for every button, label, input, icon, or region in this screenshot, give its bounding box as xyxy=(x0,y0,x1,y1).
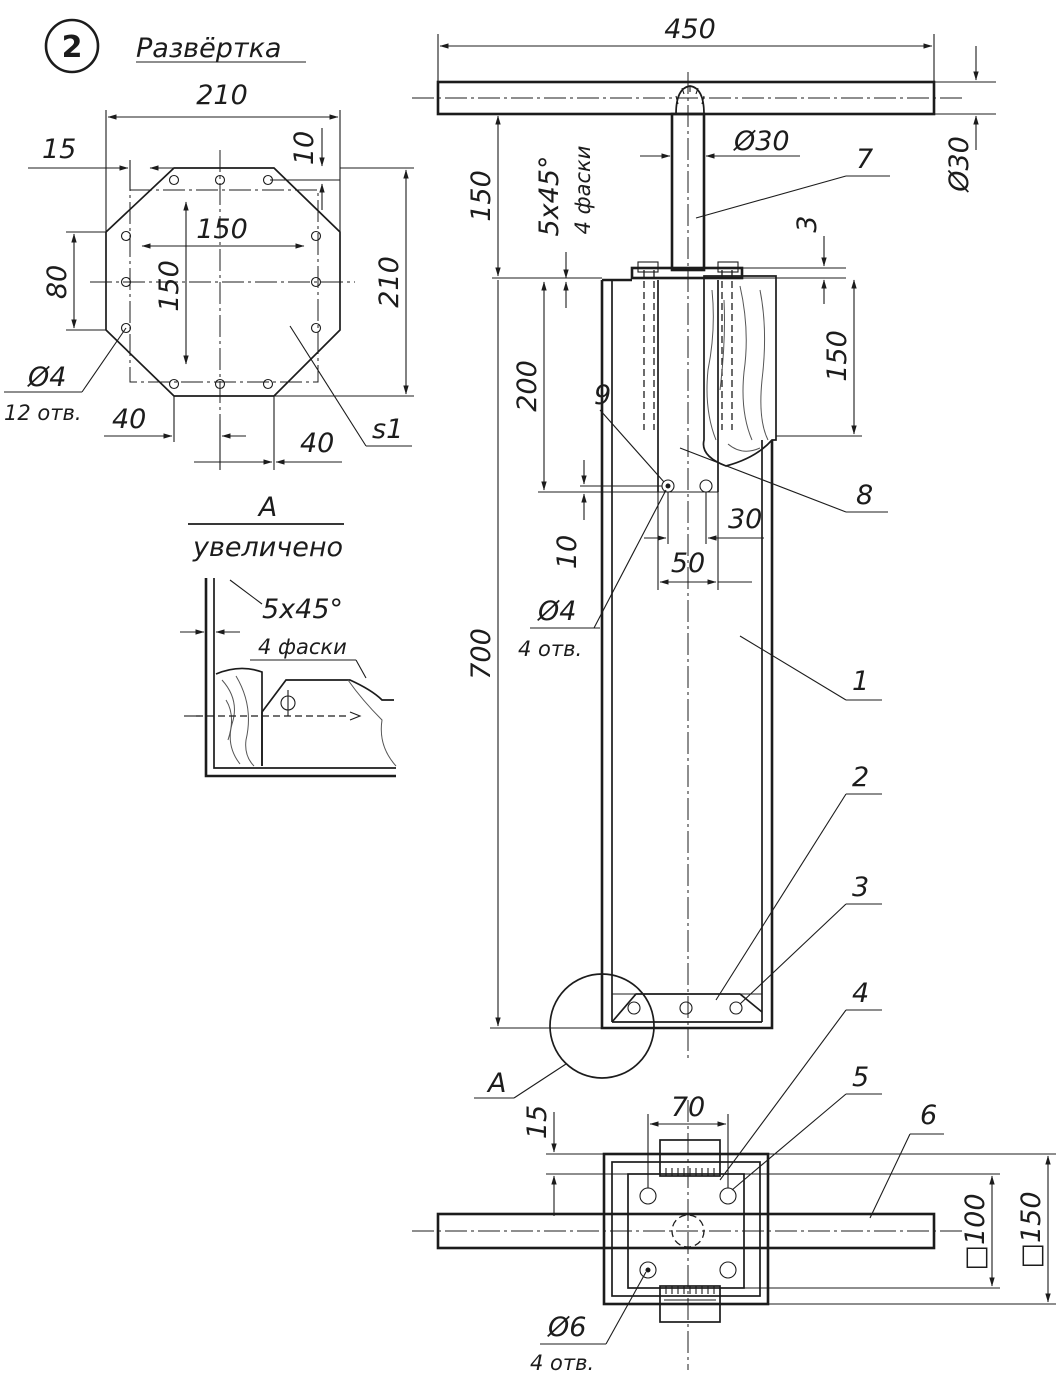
dim-cut-40-left: 40 xyxy=(112,404,146,435)
dim-plate-width: 50 xyxy=(671,548,705,579)
dim-rod-dia: Ø30 xyxy=(733,126,790,157)
figure-label: 2 Развёртка xyxy=(44,18,306,74)
development-title: Развёртка xyxy=(136,33,281,64)
dim-base-edge-offset: 15 xyxy=(522,1105,553,1139)
dim-gap: 3 xyxy=(792,215,823,232)
body-outline xyxy=(600,280,774,1030)
dim-main-hole-dia: Ø4 xyxy=(537,596,576,627)
detail-ref-a: A xyxy=(486,1068,506,1099)
dim-hole-offset: 10 xyxy=(552,535,583,569)
dim-handle-length: 450 xyxy=(664,14,716,45)
dim-handle-dia-side: Ø30 xyxy=(944,136,975,193)
part-7: 7 xyxy=(856,144,873,175)
dim-wood-height: 150 xyxy=(822,330,853,382)
dim-base-hole-dia: Ø6 xyxy=(547,1312,586,1343)
part-8: 8 xyxy=(856,480,873,511)
part-3: 3 xyxy=(852,872,869,903)
development-holes xyxy=(120,174,322,390)
dim-main-hole-count: 4 отв. xyxy=(518,637,582,661)
dim-thickness: s1 xyxy=(372,414,403,445)
part-2: 2 xyxy=(852,762,869,793)
dim-side-80: 80 xyxy=(42,265,73,299)
detail-a-subtitle: увеличено xyxy=(192,532,343,563)
figure-number-circle xyxy=(44,18,100,74)
dim-hole-edge: 10 xyxy=(289,131,320,165)
part-6: 6 xyxy=(920,1100,937,1131)
dim-outer-square: □150 xyxy=(1016,1191,1047,1268)
detail-chamfer-count: 4 фаски xyxy=(258,635,347,659)
dim-edge-offset: 15 xyxy=(42,134,76,165)
bottom-view: 15 70 □100 □150 4 5 6 Ø6 4 отв. xyxy=(412,978,1056,1375)
base-plate xyxy=(602,1152,770,1306)
figure-number: 2 xyxy=(62,30,83,65)
dim-plate-height: 200 xyxy=(512,360,543,412)
detail-chamfer: 5x45° xyxy=(262,594,343,625)
dim-main-chamfer-count: 4 фаски xyxy=(571,146,595,235)
dim-base-plate-width: 70 xyxy=(671,1092,705,1123)
dim-hole-spacing: 30 xyxy=(728,504,762,535)
dim-inner-square: □100 xyxy=(960,1193,991,1270)
detail-a-title: A xyxy=(257,492,277,523)
dim-hole-count: 12 отв. xyxy=(4,401,82,425)
wood-block xyxy=(702,275,777,467)
part-4: 4 xyxy=(852,978,869,1009)
dim-rod-height: 150 xyxy=(466,170,497,222)
dim-base-hole-count: 4 отв. xyxy=(530,1351,594,1375)
detail-a-view: A увеличено 5x45° 4 фаски xyxy=(180,492,397,778)
dim-cut-40-right: 40 xyxy=(300,428,334,459)
dim-main-chamfer: 5x45° xyxy=(534,155,565,236)
main-view: 450 Ø30 Ø30 7 150 5x45° 4 фаски 3 xyxy=(412,14,996,1099)
part-5: 5 xyxy=(852,1062,869,1093)
dim-body-height: 700 xyxy=(466,628,497,680)
part-9: 9 xyxy=(594,380,611,411)
detail-a-circle xyxy=(549,973,655,1079)
dim-height-total: 210 xyxy=(374,256,405,308)
development-view: 210 15 10 150 150 80 210 Ø4 12 отв. xyxy=(4,80,414,470)
part-1: 1 xyxy=(852,666,869,697)
dim-width-total: 210 xyxy=(196,80,248,111)
dim-hole-dia: Ø4 xyxy=(27,362,66,393)
dim-hole-spacing-h: 150 xyxy=(196,214,248,245)
dim-hole-spacing-v: 150 xyxy=(154,260,185,312)
